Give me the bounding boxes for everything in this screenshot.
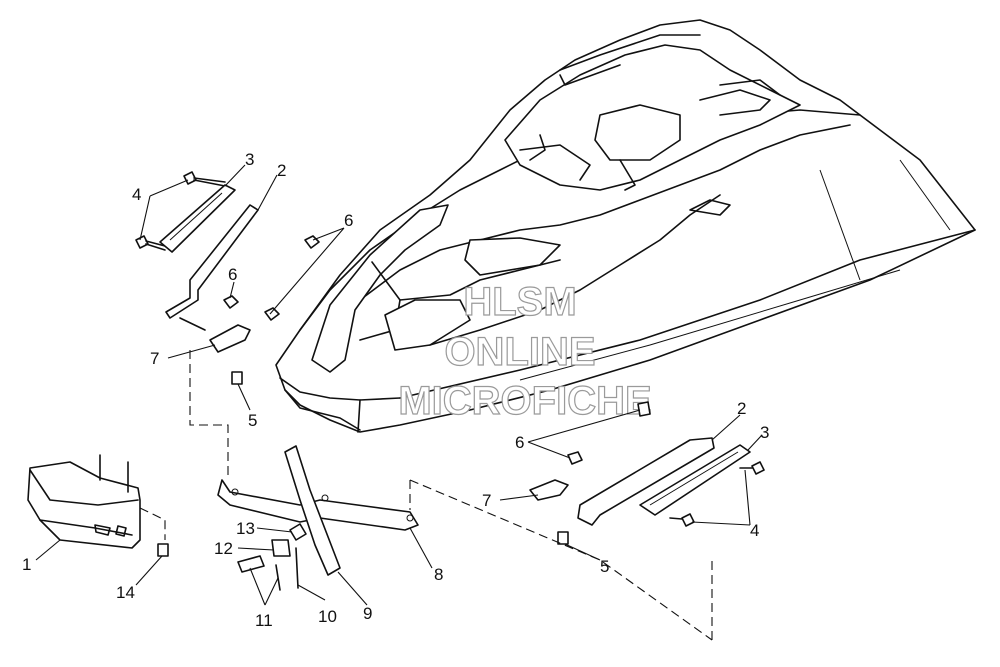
callout-1: 1	[22, 555, 31, 574]
hood-assembly	[275, 19, 976, 433]
bumper-part	[27, 454, 169, 557]
callout-6-left: 6	[228, 265, 237, 284]
assembly-lines	[189, 350, 713, 641]
callout-4-left: 4	[132, 185, 141, 204]
callout-8: 8	[434, 565, 443, 584]
callout-10: 10	[318, 607, 337, 626]
callout-2-right: 2	[737, 399, 746, 418]
callout-13: 13	[236, 519, 255, 538]
callout-7-left: 7	[150, 349, 159, 368]
x-brace-part	[217, 445, 419, 591]
callout-5-left: 5	[248, 411, 257, 430]
callout-14: 14	[116, 583, 135, 602]
callout-2-left: 2	[277, 161, 286, 180]
callout-9: 9	[363, 604, 372, 623]
callout-7-right: 7	[482, 491, 491, 510]
callout-6-right: 6	[515, 433, 524, 452]
watermark-line3: MICROFICHE	[398, 379, 651, 423]
callout-12: 12	[214, 539, 233, 558]
callouts: 3 2 4 6 6 7 5 1 14 13 12 11 10 9 8 2 3 6…	[22, 150, 769, 630]
callout-3-right: 3	[760, 423, 769, 442]
callout-5-right: 5	[600, 557, 609, 576]
callout-6-top: 6	[344, 211, 353, 230]
watermark-line2: ONLINE	[444, 330, 595, 374]
callout-4-right: 4	[750, 521, 759, 540]
callout-11: 11	[255, 611, 273, 630]
watermark: HLSM ONLINE MICROFICHE	[398, 279, 653, 423]
leader-lines	[35, 164, 763, 606]
watermark-line1: HLSM	[463, 280, 576, 324]
callout-3-left: 3	[245, 150, 254, 169]
right-bracket-group	[529, 401, 765, 545]
